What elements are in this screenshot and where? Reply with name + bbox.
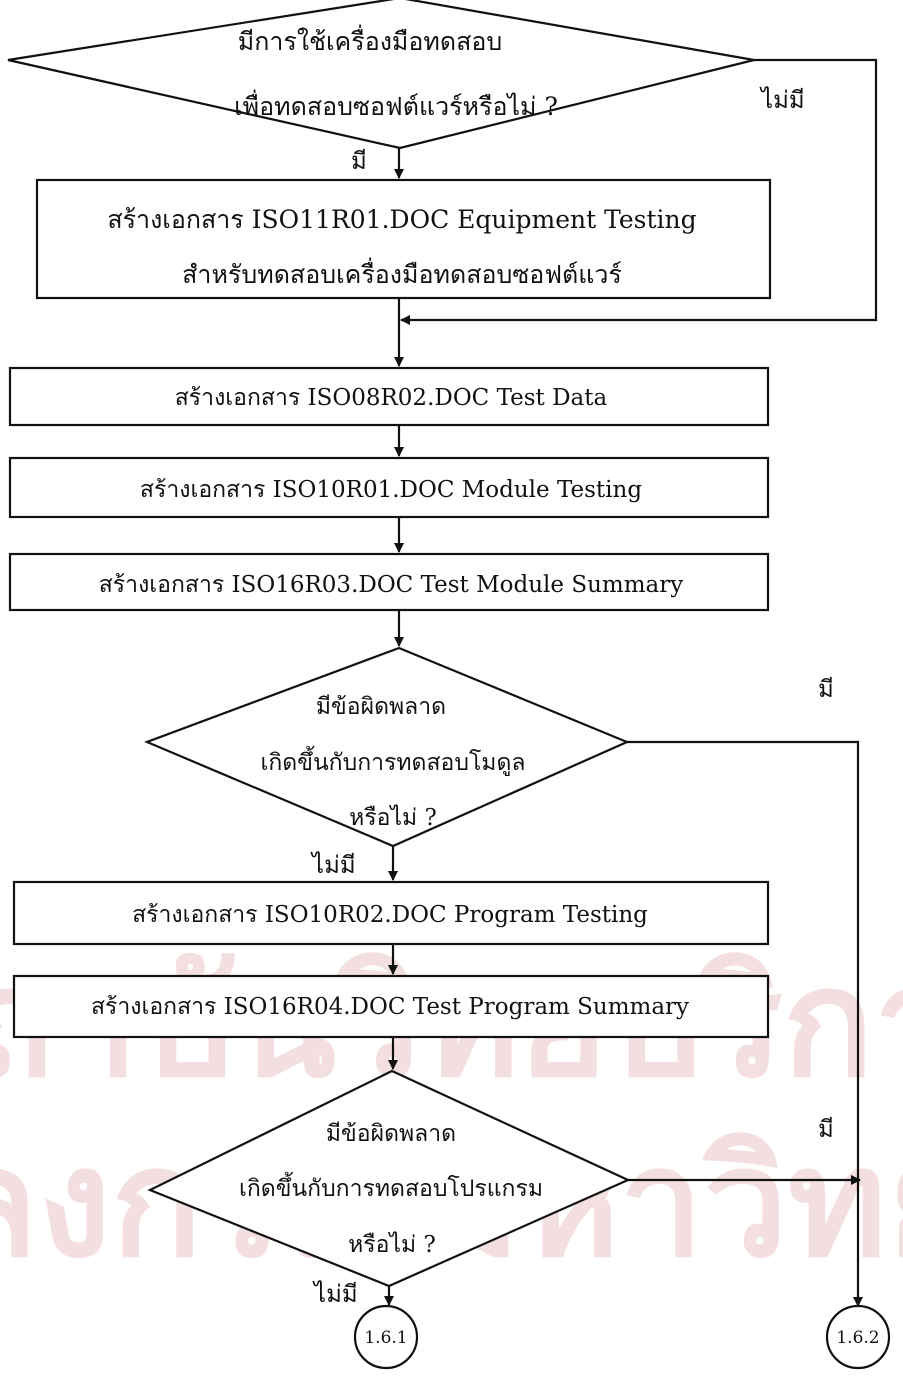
decision-program-line-2: เกิดขึ้นกับการทดสอบโปรแกรม [239,1172,543,1202]
decision-module-line-2: เกิดขึ้นกับการทดสอบโมดูล [261,746,526,776]
box-equipment-line-1: สร้างเอกสาร ISO11R01.DOC Equipment Testi… [107,205,696,234]
box-equipment-line-2: สำหรับทดสอบเครื่องมือทดสอบซอฟต์แวร์ [182,257,622,289]
box-test-data [8,366,770,427]
edge-module-yes [627,740,863,1307]
box-test-data-text: สร้างเอกสาร ISO08R02.DOC Test Data [175,385,608,411]
decision-tool-diamond [7,0,755,150]
decision-module-error-diamond [144,646,630,848]
box-module-summary [8,552,770,612]
edge-tool-no [400,58,878,325]
decision-program-error-diamond [147,1069,631,1288]
box-program-summary-text: สร้างเอกสาร ISO16R04.DOC Test Program Su… [91,994,689,1020]
decision-tool-line-1: มีการใช้เครื่องมือทดสอบ [238,24,503,56]
decision-tool-line-2: เพื่อทดสอบซอฟต์แวร์หรือไม่ ? [234,89,558,121]
decision-program-line-1: มีข้อผิดพลาด [326,1121,456,1147]
connector-1-label: 1.6.1 [364,1328,407,1348]
box-module-testing-text: สร้างเอกสาร ISO10R01.DOC Module Testing [140,477,642,503]
label-tool-yes: มี [351,147,367,175]
label-module-yes: มี [818,675,834,703]
decision-module-line-3: หรือไม่ ? [349,804,437,831]
label-program-yes: มี [818,1115,834,1143]
decision-program-line-3: หรือไม่ ? [348,1231,436,1258]
decision-module-line-1: มีข้อผิดพลาด [316,694,446,720]
box-module-summary-text: สร้างเอกสาร ISO16R03.DOC Test Module Sum… [99,572,683,598]
box-module-testing [8,456,770,519]
box-program-testing-text: สร้างเอกสาร ISO10R02.DOC Program Testing [132,902,648,928]
box-program-summary [12,974,770,1039]
connector-2-label: 1.6.2 [836,1328,879,1348]
label-module-no: ไม่มี [310,851,356,879]
label-program-no: ไม่มี [312,1280,358,1308]
connector-1-circle [353,1304,419,1370]
connector-2-circle [825,1304,891,1370]
box-equipment-testing [35,178,772,300]
box-program-testing [12,880,770,946]
label-tool-no: ไม่มี [759,86,805,114]
